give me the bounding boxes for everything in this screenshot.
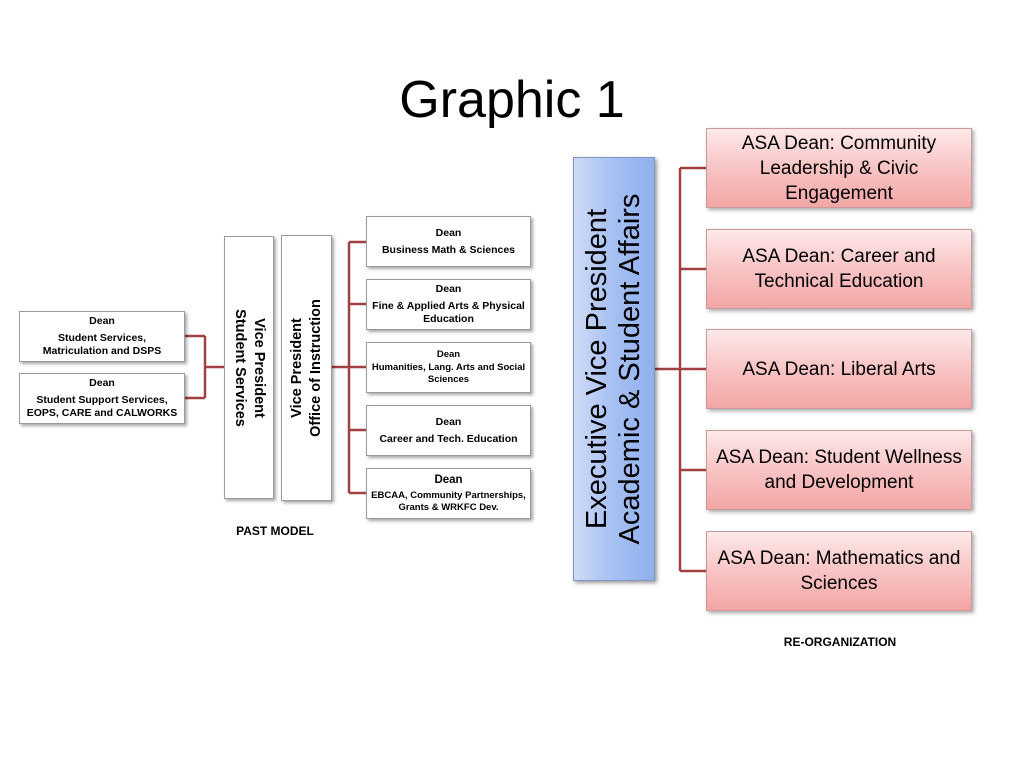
dean-career-tech-box: Dean Career and Tech. Education (366, 405, 531, 456)
dean-line: Humanities, Lang. Arts and Social (371, 362, 526, 373)
dean-line: EBCAA, Community Partnerships, (371, 489, 526, 501)
asa-dean-community-box: ASA Dean: Community Leadership & Civic E… (706, 128, 972, 208)
vp-title: Vice President (288, 318, 305, 418)
vp-instruction-box: Vice President Office of Instruction (281, 235, 332, 501)
reorganization-caption: RE-ORGANIZATION (783, 635, 897, 649)
slide-title: Graphic 1 (399, 71, 625, 129)
asa-dean-liberal-arts-box: ASA Dean: Liberal Arts (706, 329, 972, 409)
dean-label: Dean (435, 226, 462, 239)
dean-student-support-box: Dean Student Support Services, EOPS, CAR… (19, 373, 185, 424)
dean-line: Sciences (427, 374, 470, 385)
dean-business-math-box: Dean Business Math & Sciences (366, 216, 531, 267)
dean-fine-arts-box: Dean Fine & Applied Arts & Physical Educ… (366, 279, 531, 330)
dean-line: Business Math & Sciences (381, 243, 516, 256)
vp-student-services-box: Vice President Student Services (224, 236, 274, 499)
dean-line: Fine & Applied Arts & Physical (372, 300, 525, 312)
dean-line: Student Services, (57, 332, 147, 344)
dean-label: Dean (436, 349, 461, 360)
vp-office: Office of Instruction (307, 299, 324, 437)
dean-line: Career and Tech. Education (379, 432, 518, 445)
dean-label: Dean (435, 283, 462, 295)
dean-humanities-box: Dean Humanities, Lang. Arts and Social S… (366, 342, 531, 393)
asa-dean-math-box: ASA Dean: Mathematics and Sciences (706, 531, 972, 611)
dean-label: Dean (435, 415, 462, 428)
asa-dean-wellness-box: ASA Dean: Student Wellness and Developme… (706, 430, 972, 510)
dean-line: Education (423, 313, 474, 325)
dean-line: EOPS, CARE and CALWORKS (26, 407, 178, 419)
vp-student-services-text: Vice President Student Services (230, 309, 268, 427)
asa-dean-career-box: ASA Dean: Career and Technical Education (706, 229, 972, 309)
dean-line: Student Support Services, (36, 394, 168, 406)
executive-title: Executive Vice President (581, 208, 613, 530)
executive-vp-box: Executive Vice President Academic & Stud… (573, 157, 655, 581)
executive-office: Academic & Student Affairs (614, 193, 646, 545)
executive-vp-text: Executive Vice President Academic & Stud… (581, 194, 647, 545)
dean-label: Dean (434, 473, 463, 486)
dean-line: Matriculation and DSPS (42, 345, 162, 357)
dean-student-services-box: Dean Student Services, Matriculation and… (19, 311, 185, 362)
dean-label: Dean (89, 315, 115, 327)
past-model-caption: PAST MODEL (236, 524, 314, 538)
vp-instruction-text: Vice President Office of Instruction (288, 299, 326, 437)
vp-office: Student Services (232, 308, 248, 427)
dean-label: Dean (89, 377, 115, 389)
dean-line: Grants & WRKFC Dev. (398, 501, 499, 513)
vp-title: Vice President (251, 317, 267, 418)
dean-ebcaa-box: Dean EBCAA, Community Partnerships, Gran… (366, 468, 531, 519)
